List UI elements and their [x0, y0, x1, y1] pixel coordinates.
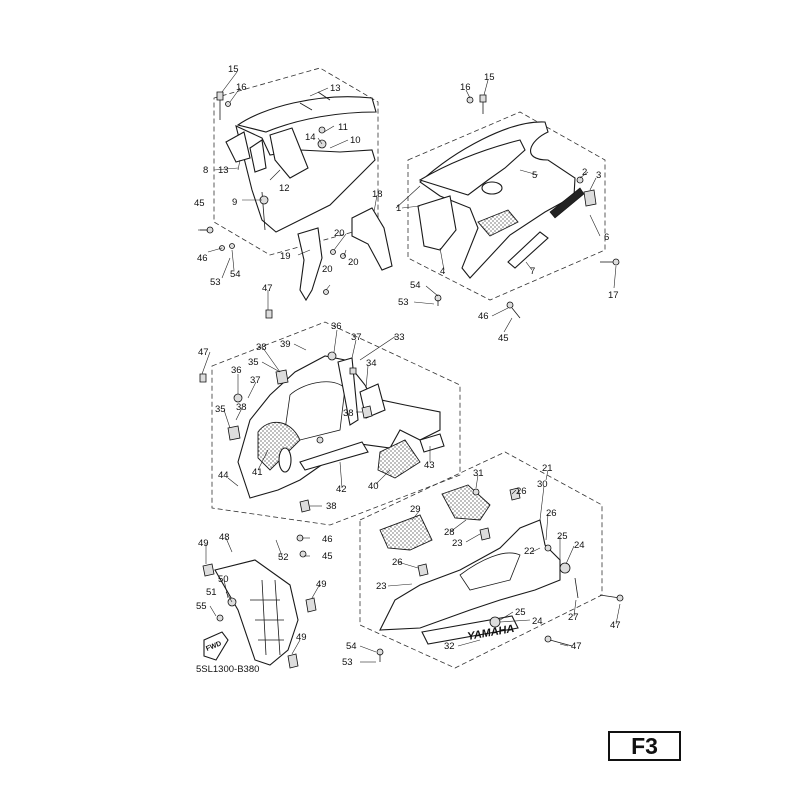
callout-23: 23 — [376, 581, 387, 592]
callout-25: 25 — [557, 531, 568, 542]
callout-29: 29 — [410, 504, 421, 515]
callout-37: 37 — [250, 375, 261, 386]
callout-45: 45 — [194, 198, 205, 209]
callout-26: 26 — [516, 486, 527, 497]
callout-12: 12 — [279, 183, 290, 194]
callout-6: 6 — [604, 232, 609, 243]
callout-52: 52 — [278, 552, 289, 563]
callout-20: 20 — [334, 228, 345, 239]
callout-35: 35 — [248, 357, 259, 368]
callout-47: 47 — [198, 347, 209, 358]
callout-34: 34 — [366, 358, 377, 369]
callout-27: 27 — [568, 612, 579, 623]
callout-39: 39 — [280, 339, 291, 350]
callout-24: 24 — [532, 616, 543, 627]
callout-11: 11 — [338, 122, 348, 133]
callout-46: 46 — [197, 253, 208, 264]
callout-28: 28 — [444, 527, 455, 538]
callout-49: 49 — [296, 632, 307, 643]
callout-54: 54 — [230, 269, 241, 280]
callout-33: 33 — [394, 332, 405, 343]
fwd-arrow: FWD — [203, 631, 229, 661]
callout-15: 15 — [484, 72, 495, 83]
callout-53: 53 — [342, 657, 353, 668]
inner-panel — [199, 309, 445, 513]
page-label: F3 — [608, 731, 681, 761]
callout-16: 16 — [236, 82, 247, 93]
callout-47: 47 — [610, 620, 621, 631]
callout-42: 42 — [336, 484, 347, 495]
callout-30: 30 — [537, 479, 548, 490]
callout-3: 3 — [596, 170, 601, 181]
callout-38: 38 — [256, 342, 267, 353]
duct-piece-19 — [297, 227, 323, 302]
callout-labels: 15 16 13 11 14 10 8 13 12 9 45 46 53 54 … — [194, 64, 621, 668]
side-cowling-right — [417, 94, 620, 319]
callout-38: 38 — [326, 501, 337, 512]
callout-47: 47 — [571, 641, 582, 652]
callout-19: 19 — [280, 251, 291, 262]
callout-49: 49 — [198, 538, 209, 549]
callout-51: 51 — [206, 587, 217, 598]
callout-44: 44 — [218, 470, 229, 481]
callout-36: 36 — [331, 321, 342, 332]
side-cowling-left — [225, 91, 377, 233]
leader-lines — [198, 71, 621, 663]
callout-45: 45 — [322, 551, 333, 562]
callout-43: 43 — [424, 460, 435, 471]
group-box-right-side-cowling — [407, 111, 606, 301]
callout-40: 40 — [368, 481, 379, 492]
callout-36: 36 — [231, 365, 242, 376]
callout-24: 24 — [574, 540, 585, 551]
callout-4: 4 — [440, 266, 445, 277]
callout-45: 45 — [498, 333, 509, 344]
callout-46: 46 — [478, 311, 489, 322]
callout-47: 47 — [262, 283, 273, 294]
callout-55: 55 — [196, 601, 207, 612]
callout-20: 20 — [348, 257, 359, 268]
catalog-code: 5SL1300-B380 — [196, 664, 260, 675]
callout-22: 22 — [524, 546, 535, 557]
callout-26: 26 — [546, 508, 557, 519]
callout-38: 38 — [236, 402, 247, 413]
callout-38: 38 — [343, 408, 354, 419]
callout-53: 53 — [398, 297, 409, 308]
callout-10: 10 — [350, 135, 361, 146]
callout-49: 49 — [316, 579, 327, 590]
callout-13: 13 — [330, 83, 341, 94]
callout-17: 17 — [608, 290, 619, 301]
under-cowling — [376, 484, 624, 662]
callout-7: 7 — [530, 266, 535, 277]
callout-50: 50 — [218, 574, 229, 585]
callout-18: 18 — [372, 189, 383, 200]
callout-21: 21 — [542, 463, 553, 474]
group-box-inner-panel — [211, 321, 461, 526]
callout-5: 5 — [532, 170, 537, 181]
callout-23: 23 — [452, 538, 463, 549]
callout-32: 32 — [444, 641, 455, 652]
callout-35: 35 — [215, 404, 226, 415]
callout-16: 16 — [460, 82, 471, 93]
callout-20: 20 — [322, 264, 333, 275]
callout-54: 54 — [346, 641, 357, 652]
callout-2: 2 — [582, 167, 587, 178]
callout-26: 26 — [392, 557, 403, 568]
callout-46: 46 — [322, 534, 333, 545]
fasteners-upper-left — [200, 91, 346, 295]
callout-53: 53 — [210, 277, 221, 288]
callout-25: 25 — [515, 607, 526, 618]
callout-14: 14 — [305, 132, 316, 143]
callout-9: 9 — [232, 197, 237, 208]
callout-1: 1 — [396, 203, 401, 214]
callout-54: 54 — [410, 280, 421, 291]
callout-48: 48 — [219, 532, 230, 543]
callout-41: 41 — [252, 467, 263, 478]
callout-37: 37 — [351, 332, 362, 343]
callout-15: 15 — [228, 64, 239, 75]
callout-31: 31 — [473, 468, 484, 479]
side-bracket-48 — [202, 534, 317, 669]
callout-13: 13 — [218, 165, 229, 176]
callout-8: 8 — [203, 165, 208, 176]
